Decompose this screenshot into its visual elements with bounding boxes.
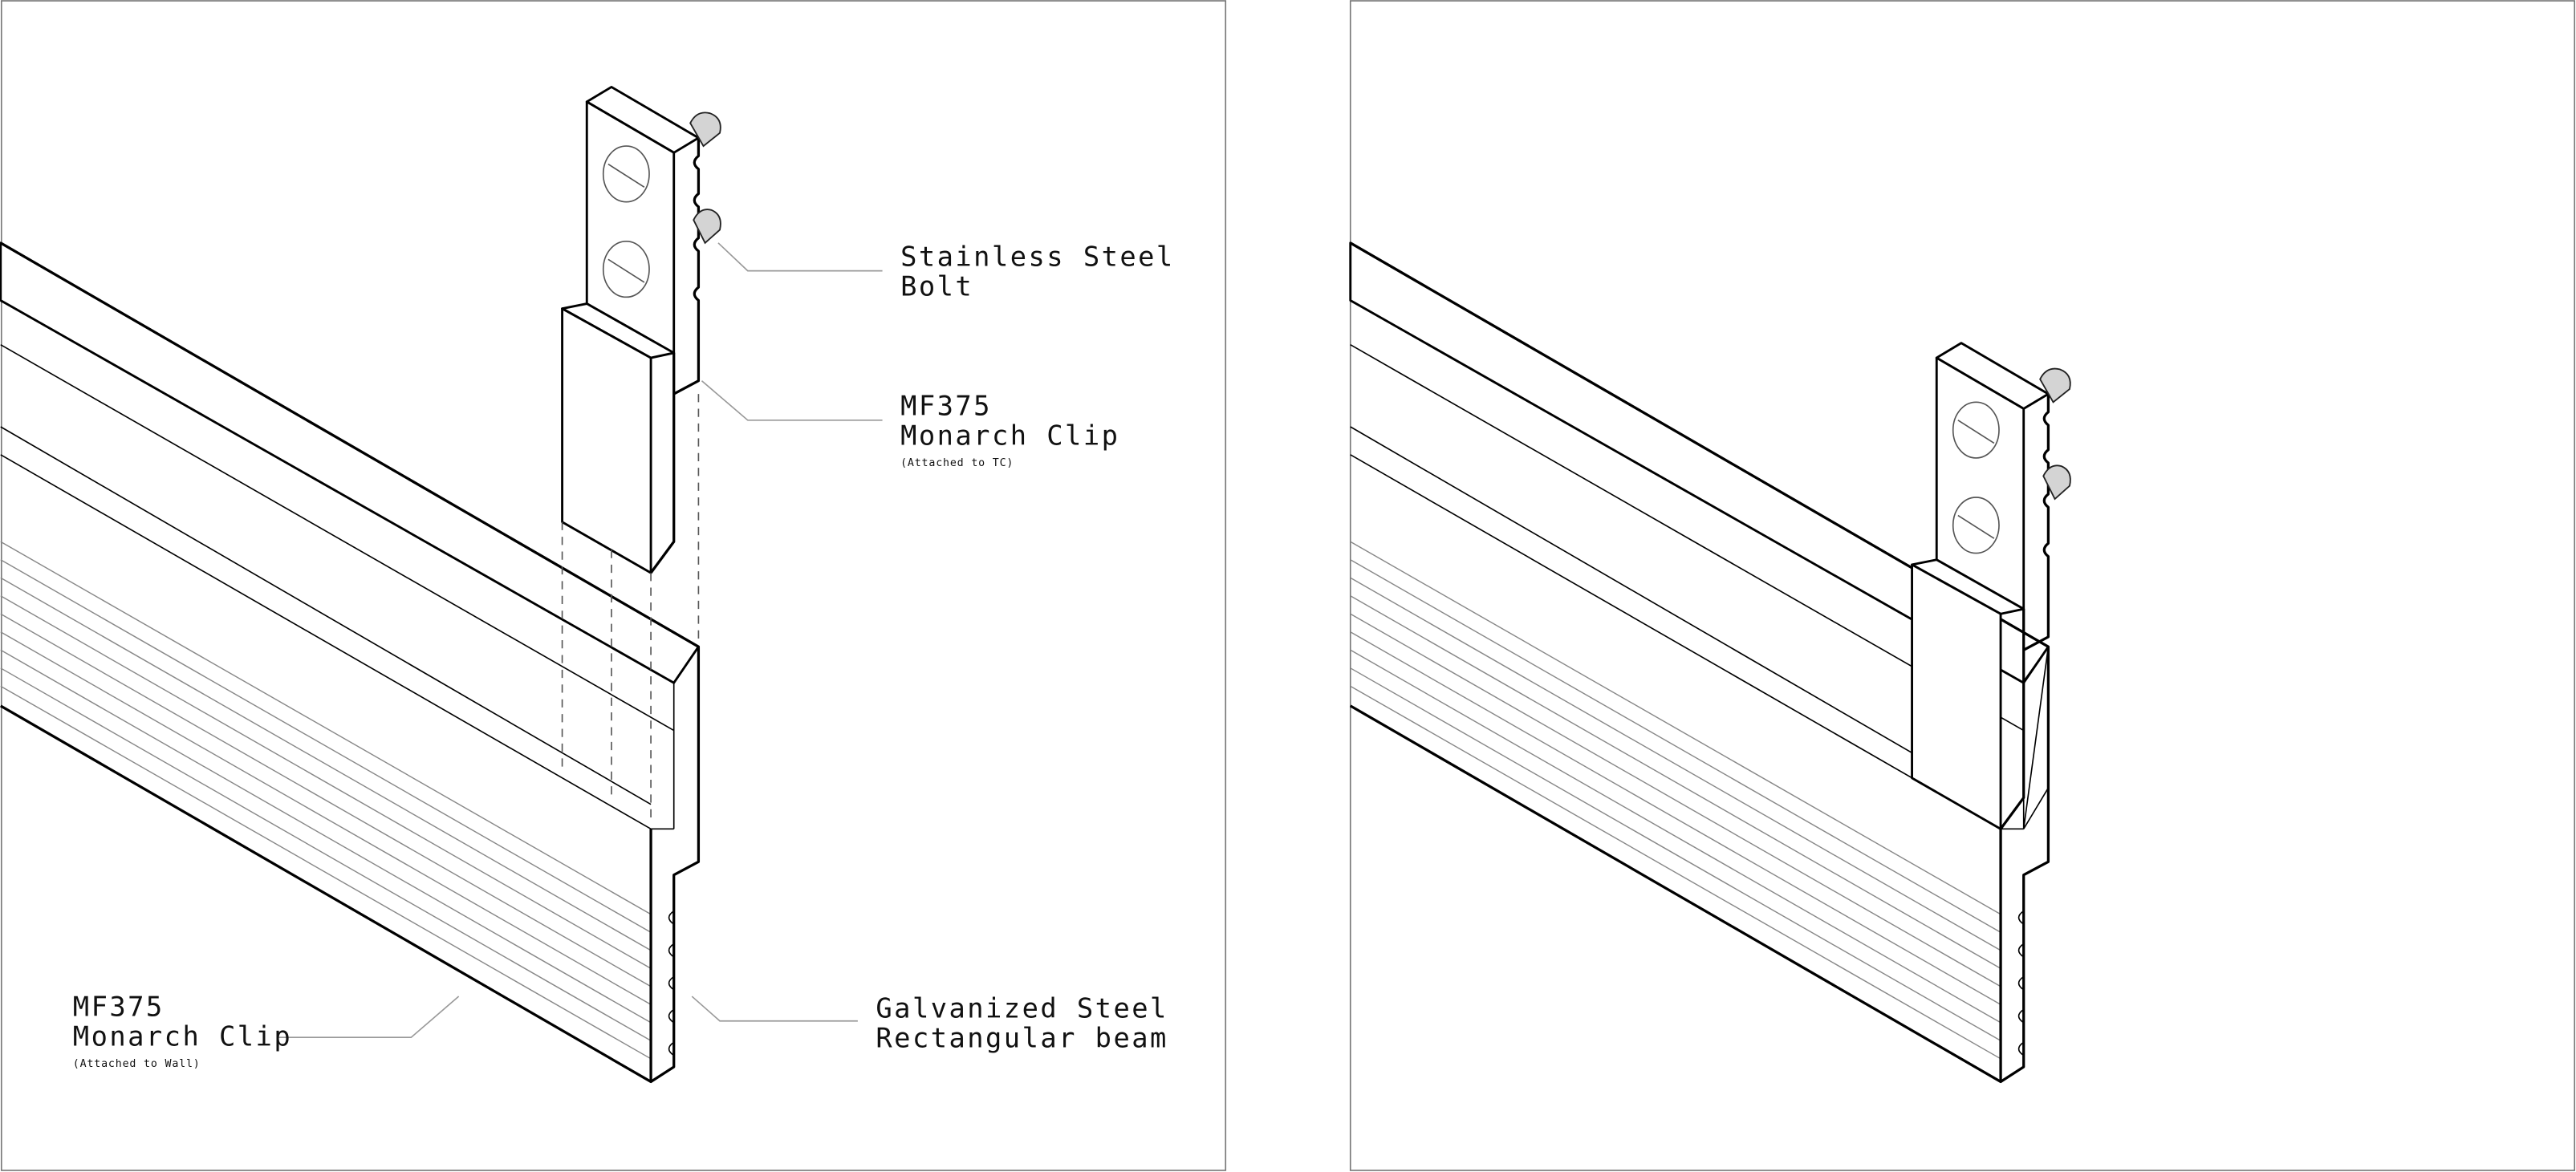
label-clip-wall: MF375 Monarch Clip (Attached to Wall) (73, 992, 292, 1070)
right-assembled-clip (1910, 342, 2072, 830)
leader-lines (276, 242, 883, 1039)
label-note: (Attached to TC) (900, 457, 1014, 469)
alignment-dashed-lines (561, 394, 700, 821)
label-clip-tc: MF375 Monarch Clip (Attached to TC) (900, 391, 1119, 469)
label-note: (Attached to Wall) (73, 1058, 201, 1070)
left-exploded-clip (560, 85, 722, 574)
label-stainless-steel-bolt: Stainless Steel Bolt (900, 241, 1175, 302)
label-line: Bolt (900, 270, 973, 302)
label-line: Monarch Clip (900, 420, 1119, 452)
clip-seat-detail (2022, 646, 2050, 829)
label-beam: Galvanized Steel Rectangular beam (876, 993, 1168, 1054)
label-line: MF375 (73, 992, 165, 1023)
left-panel-frame (0, 0, 1227, 1171)
label-line: Galvanized Steel (876, 993, 1168, 1024)
label-line: Monarch Clip (73, 1020, 292, 1052)
right-panel-frame (1349, 0, 2576, 1171)
label-line: MF375 (900, 391, 992, 422)
label-line: Stainless Steel (900, 241, 1175, 272)
label-line: Rectangular beam (876, 1022, 1168, 1053)
